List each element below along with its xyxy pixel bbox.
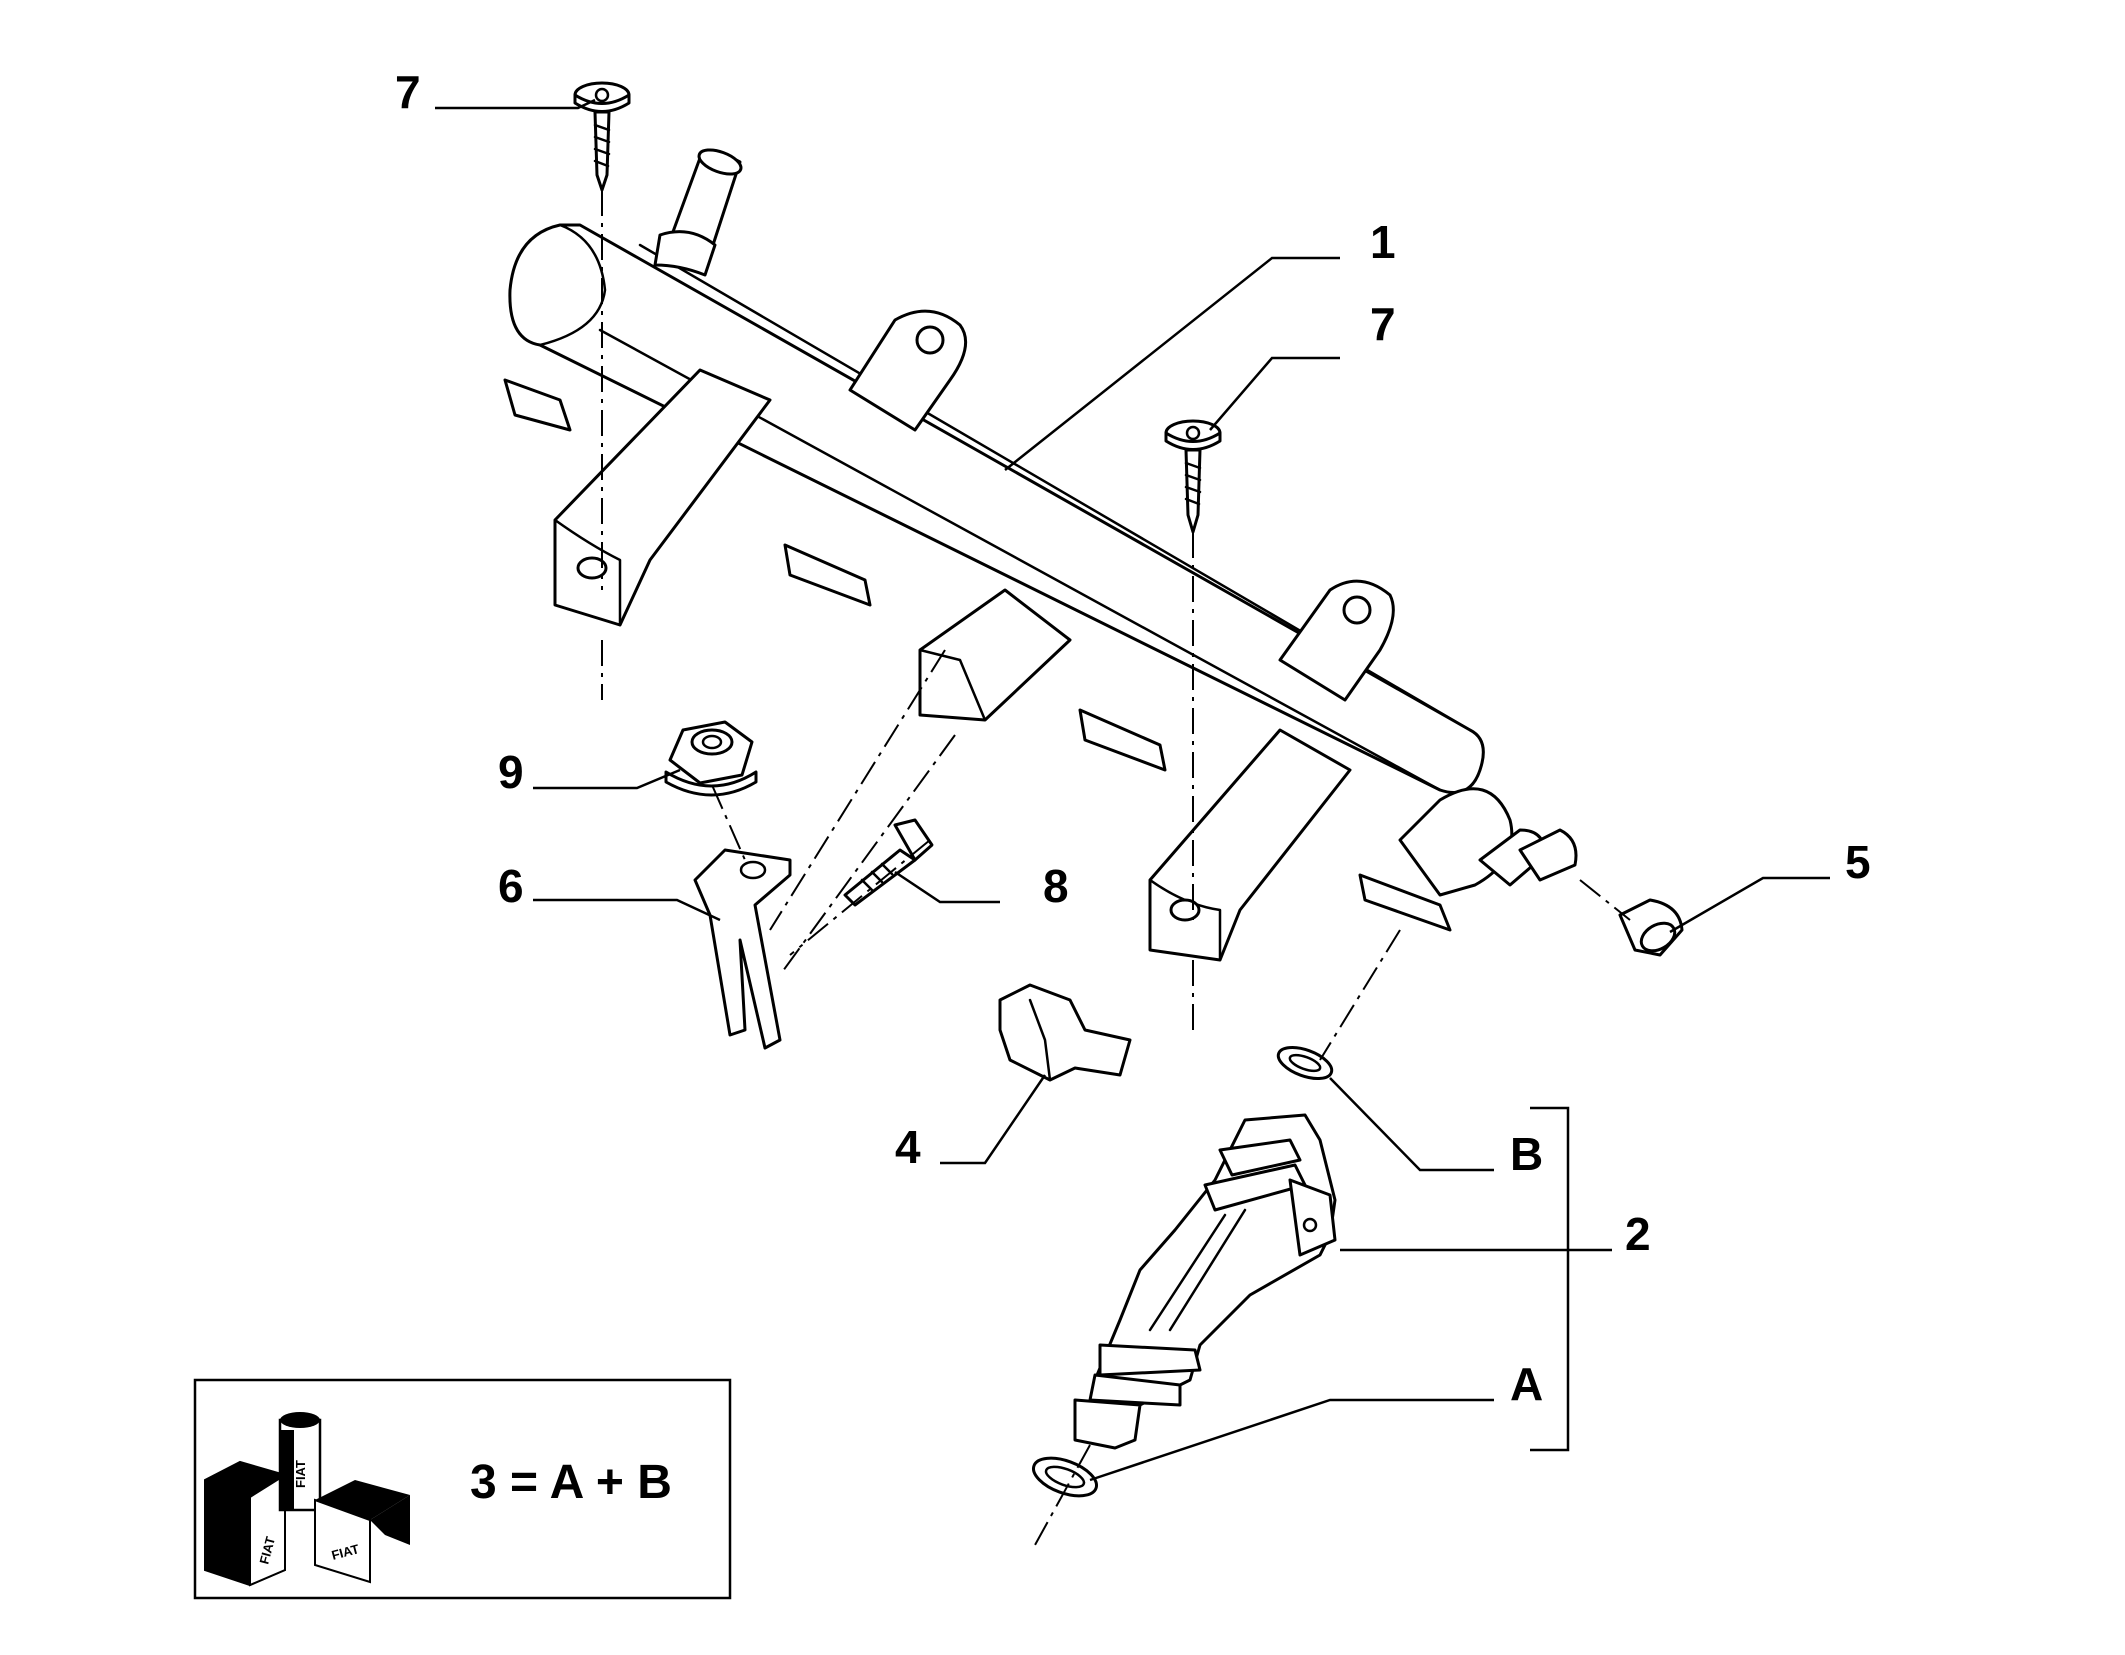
screw bbox=[843, 818, 934, 907]
leader-lines bbox=[435, 98, 1830, 1482]
o-ring-b bbox=[1276, 1045, 1334, 1081]
mounting-bolt-right bbox=[1164, 419, 1222, 534]
flange-nut bbox=[664, 720, 758, 797]
fuel-injector bbox=[1073, 1113, 1337, 1450]
o-ring-a bbox=[1032, 1456, 1098, 1498]
callout-1: 1 bbox=[1370, 216, 1396, 268]
fuel-rail bbox=[503, 148, 1578, 962]
callout-7-right: 7 bbox=[1370, 298, 1396, 350]
fiat-parts-logo: FIAT FIAT FIAT bbox=[204, 1412, 410, 1587]
logo-text-cylinder: FIAT bbox=[293, 1460, 308, 1488]
callout-6: 6 bbox=[498, 860, 524, 912]
support-bracket bbox=[693, 848, 792, 1050]
logo-text-left-cube: FIAT bbox=[256, 1535, 278, 1566]
logo-text-right-cube: FIAT bbox=[330, 1541, 361, 1563]
injector-clip bbox=[998, 983, 1132, 1082]
callout-labels: 7 1 7 9 6 8 5 4 B 2 A bbox=[395, 66, 1871, 1410]
injector-group-bracket bbox=[1530, 1106, 1570, 1452]
callout-2: 2 bbox=[1625, 1208, 1651, 1260]
kit-formula: 3 = A + B bbox=[470, 1456, 672, 1509]
assembly-axis-lines bbox=[601, 190, 1631, 1546]
protective-cap bbox=[1618, 898, 1684, 957]
callout-8: 8 bbox=[1043, 860, 1069, 912]
kit-info-box: FIAT FIAT FIAT 3 = A + B bbox=[193, 1378, 732, 1600]
callout-a: A bbox=[1510, 1358, 1543, 1410]
callout-5: 5 bbox=[1845, 836, 1871, 888]
callout-7-top: 7 bbox=[395, 66, 421, 118]
callout-b: B bbox=[1510, 1128, 1543, 1180]
callout-4: 4 bbox=[895, 1121, 921, 1173]
callout-9: 9 bbox=[498, 746, 524, 798]
mounting-bolt-top-left bbox=[573, 81, 631, 192]
